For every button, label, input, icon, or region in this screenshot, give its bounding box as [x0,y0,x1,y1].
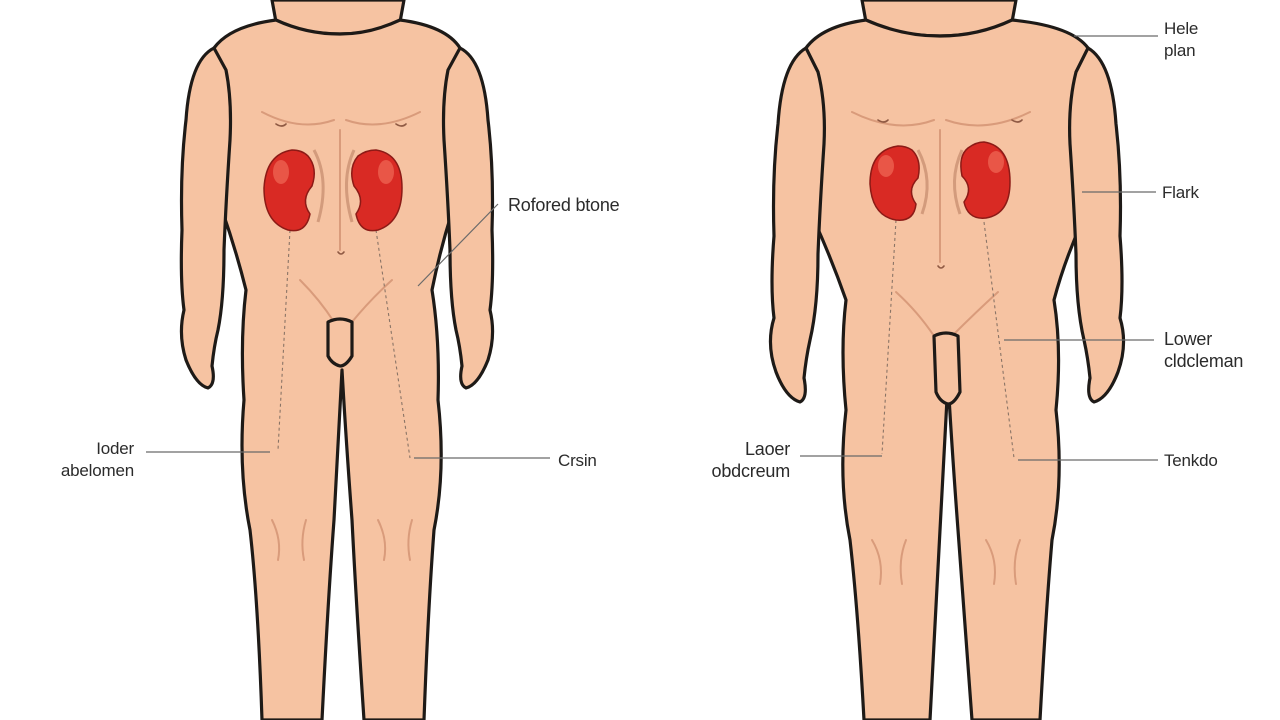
left-figure-kidney-left [263,149,325,232]
left-arm-2 [441,46,495,390]
right-figure-kidney-right [952,141,1011,219]
label-groin: Crsin [558,451,597,470]
label-referred: Rofored btone [508,195,620,215]
right-body-figure [768,0,1126,720]
left-torso [207,18,467,720]
label-lower-right: Lower cldcleman [1164,329,1244,371]
label-upper-right: Hele plan [1164,19,1199,60]
right-arm-1 [768,46,826,404]
label-lower-left-right-figure: Laoer obdcreum [711,439,791,481]
leader-referred [417,203,499,287]
label-lower-abdomen-left: Ioder abelomen [60,439,134,480]
left-arm-1 [179,46,233,390]
left-body-figure [179,0,495,720]
right-figure-kidney-left [869,145,929,221]
right-arm-2 [1068,46,1126,404]
left-figure-kidney-right [344,149,403,232]
label-testicle: Tenkdo [1164,451,1218,470]
label-flank: Flark [1162,183,1199,202]
